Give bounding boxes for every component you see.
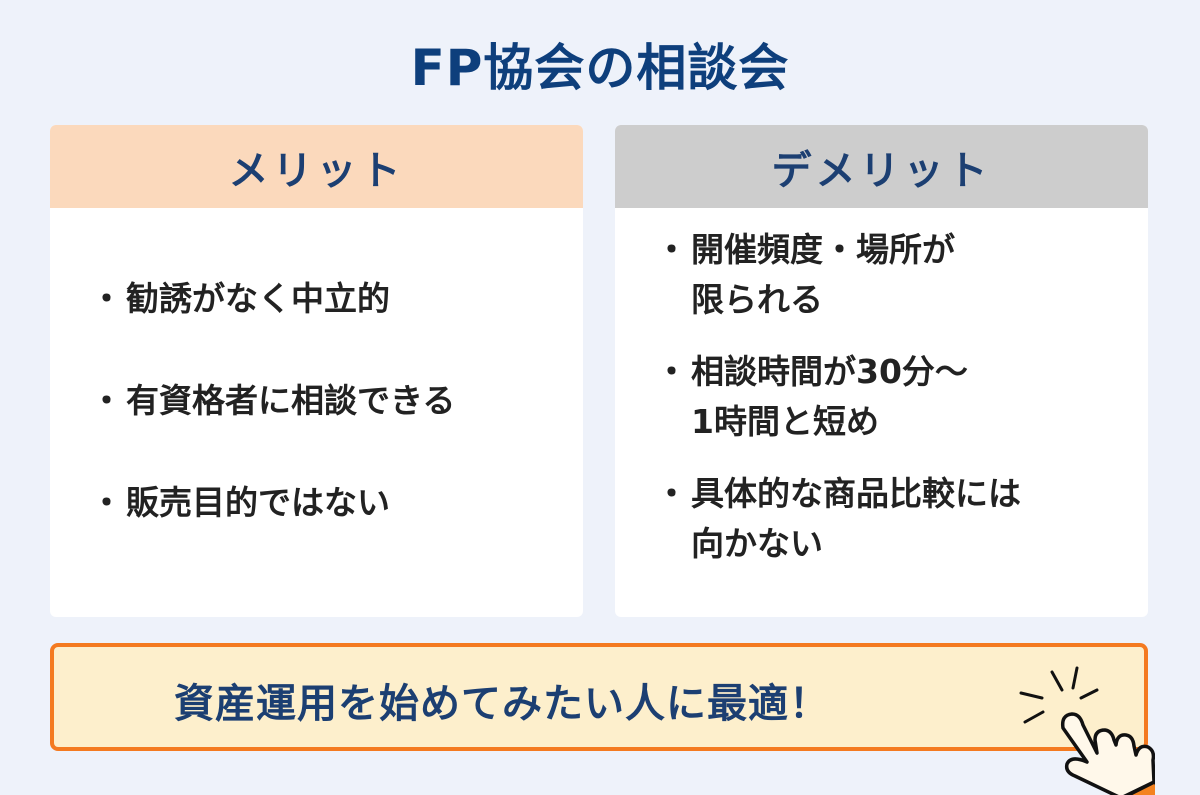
list-item: 勧誘がなく中立的 bbox=[90, 275, 563, 323]
line: 相談時間が30分～ bbox=[691, 352, 968, 391]
page-title: FP協会の相談会 bbox=[410, 39, 790, 97]
list-item: 販売目的ではない bbox=[90, 479, 563, 527]
line: 1時間と短め bbox=[691, 402, 879, 441]
merit-card: メリット 勧誘がなく中立的 有資格者に相談できる 販売目的ではない bbox=[50, 125, 583, 617]
line: 具体的な商品比較には bbox=[691, 474, 1021, 513]
recommendation-text: 資産運用を始めてみたい人に最適！ bbox=[174, 681, 830, 727]
recommendation-banner: 資産運用を始めてみたい人に最適！ bbox=[50, 643, 1148, 751]
demerit-heading: デメリット bbox=[615, 125, 1148, 208]
merit-list: 勧誘がなく中立的 有資格者に相談できる 販売目的ではない bbox=[90, 275, 563, 581]
line: 向かない bbox=[691, 524, 823, 563]
line: 限られる bbox=[691, 280, 823, 319]
line: 開催頻度・場所が bbox=[691, 230, 955, 269]
list-item: 有資格者に相談できる bbox=[90, 377, 563, 425]
pointing-hand-icon bbox=[1019, 666, 1155, 795]
list-item: 相談時間が30分～ 1時間と短め bbox=[655, 347, 1128, 447]
merit-heading: メリット bbox=[50, 125, 583, 208]
